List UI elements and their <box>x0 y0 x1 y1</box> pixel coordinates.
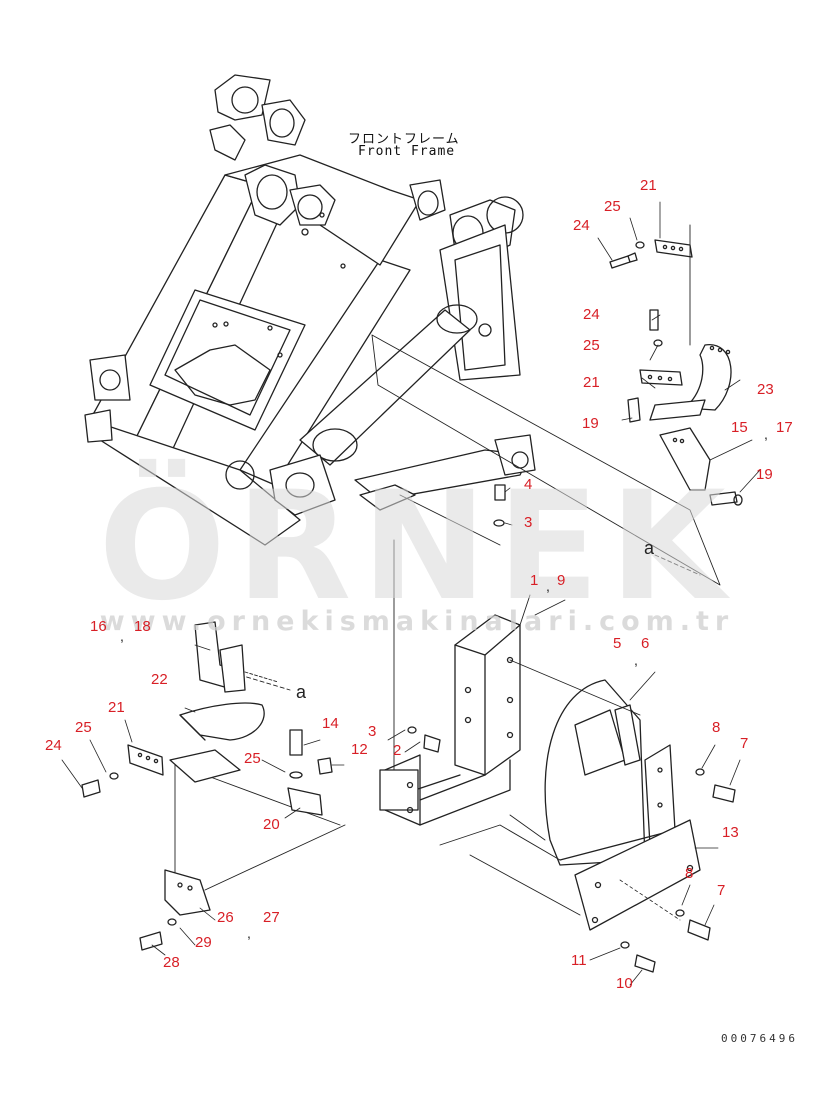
part-label: 18 <box>134 618 151 635</box>
part-label: 17 <box>776 419 793 436</box>
part-label: 20 <box>263 816 280 833</box>
part-label: 25 <box>604 198 621 215</box>
lower-right-bolts <box>620 768 736 973</box>
part-label: 23 <box>757 381 774 398</box>
part-label: 1 <box>530 572 539 589</box>
upper-right-parts <box>609 224 743 506</box>
separator-comma: , <box>120 628 124 644</box>
label-leaders <box>61 201 761 986</box>
part-label: 4 <box>524 476 533 493</box>
watermark-url: www.ornekismakinalari.com.tr <box>99 606 735 637</box>
part-label: 3 <box>368 723 377 740</box>
title-english: Front Frame <box>358 144 456 159</box>
center-bolts <box>493 484 506 527</box>
part-label: 8 <box>685 865 694 882</box>
part-label: 6 <box>641 635 650 652</box>
part-label: 7 <box>717 882 726 899</box>
separator-comma: , <box>764 426 768 442</box>
drawing-code: 00076496 <box>721 1032 798 1045</box>
part-label: 13 <box>722 824 739 841</box>
part-label: 3 <box>524 514 533 531</box>
part-label: 11 <box>571 952 587 969</box>
box-bracket <box>379 614 521 826</box>
watermark-brand: ÖRNEK <box>98 460 736 634</box>
separator-comma: , <box>546 578 550 594</box>
part-label: 5 <box>613 635 622 652</box>
part-label: 24 <box>583 306 600 323</box>
part-label: 25 <box>583 337 600 354</box>
part-label: 24 <box>573 217 590 234</box>
separator-comma: , <box>247 925 251 941</box>
part-label: 25 <box>75 719 92 736</box>
part-label: 10 <box>616 975 633 992</box>
part-label: 22 <box>151 671 168 688</box>
part-label: 21 <box>583 374 600 391</box>
part-label: 14 <box>322 715 339 732</box>
part-label: 21 <box>108 699 125 716</box>
part-label: 7 <box>740 735 749 752</box>
part-label: 26 <box>217 909 234 926</box>
cover-plate-13 <box>574 819 701 931</box>
fender-plate <box>544 679 676 866</box>
title-japanese: フロントフレーム <box>348 132 460 147</box>
ref-marker-a-left: a <box>296 682 307 702</box>
part-label: 2 <box>393 742 402 759</box>
part-label: 28 <box>163 954 180 971</box>
ref-marker-a-right: a <box>644 538 655 558</box>
part-label: 15 <box>731 419 748 436</box>
separator-comma: , <box>634 652 638 668</box>
part-label: 19 <box>582 415 599 432</box>
front-frame <box>84 74 536 546</box>
part-label: 27 <box>263 909 280 926</box>
left-lower-parts <box>81 621 441 951</box>
part-label: 9 <box>557 572 566 589</box>
part-label: 16 <box>90 618 107 635</box>
part-label: 21 <box>640 177 657 194</box>
part-label: 12 <box>351 741 368 758</box>
part-label: 29 <box>195 934 212 951</box>
leader-lines <box>174 594 641 916</box>
part-label: 25 <box>244 750 261 767</box>
part-label: 8 <box>712 719 721 736</box>
part-label: 24 <box>45 737 62 754</box>
reference-a-lines <box>239 334 721 771</box>
part-label: 19 <box>756 466 773 483</box>
